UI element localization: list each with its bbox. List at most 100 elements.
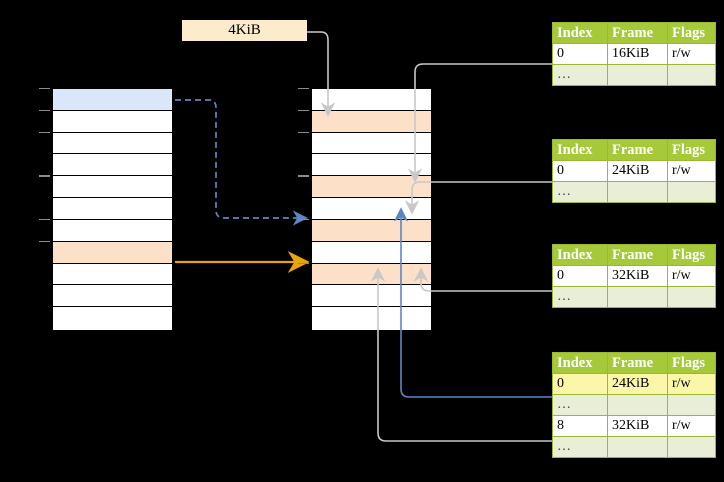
table-cell: … [552,181,608,203]
table-cell [667,181,716,203]
table-cell: r/w [667,415,716,437]
table-row: … [552,181,716,203]
table-cell: 8 [552,415,608,437]
row-tick-mark [39,240,50,243]
memory-cell [312,198,431,220]
memory-cell [312,307,431,329]
memory-cell [53,263,172,286]
memory-cell [53,154,172,177]
connector-table3-to-frame [413,267,552,292]
page-size-label: 4KiB [182,20,307,41]
column-header: Flags [667,244,716,266]
connector-table1-to-frame [407,63,552,183]
connector-table2-to-frame [404,181,552,215]
table-row: … [552,394,716,416]
connector-virtual-to-physical-dashed [175,99,309,226]
row-tick-mark [298,175,309,177]
column-header: Frame [607,22,668,44]
memory-cell [53,307,172,329]
memory-cell [312,89,431,111]
table-cell: 16KiB [607,43,668,65]
row-tick-mark [39,109,50,112]
table-cell: … [552,436,608,458]
column-header: Index [552,139,608,161]
row-tick-mark [298,109,309,112]
table-cell [667,64,716,86]
column-header: Index [552,352,608,374]
virtual-address-space-column [52,88,173,331]
table-cell: 32KiB [607,415,668,437]
column-header: Frame [607,244,668,266]
table-cell: … [552,286,608,308]
column-header: Frame [607,352,668,374]
table-cell: r/w [667,373,716,395]
table-cell [667,286,716,308]
memory-cell [53,132,172,155]
table-cell: r/w [667,160,716,182]
memory-cell [53,110,172,133]
memory-cell [312,285,431,308]
table-cell: r/w [667,43,716,65]
column-header: Flags [667,352,716,374]
memory-cell [312,132,431,155]
table-cell: 32KiB [607,265,668,287]
row-tick-mark [39,175,50,177]
memory-cell [53,176,172,199]
row-tick-mark [298,262,309,264]
table-cell: r/w [667,265,716,287]
table-cell: … [552,394,608,416]
physical-memory-column [311,88,432,331]
table-row: … [552,436,716,458]
table-cell [667,394,716,416]
memory-cell [312,154,431,177]
column-header: Index [552,22,608,44]
table-cell: 0 [552,43,608,65]
row-tick-mark [298,218,309,221]
table-cell [607,64,668,86]
table-cell: 24KiB [607,160,668,182]
table-cell [607,394,668,416]
table-cell: 0 [552,160,608,182]
memory-cell [53,89,172,111]
memory-cell [53,219,172,242]
table-row: … [552,286,716,308]
memory-cell [312,241,431,264]
row-tick-mark [298,131,309,134]
memory-cell [53,198,172,220]
column-header: Flags [667,22,716,44]
table-cell: 0 [552,265,608,287]
memory-cell [312,219,431,242]
table-cell: 0 [552,373,608,395]
column-header: Flags [667,139,716,161]
column-header: Frame [607,139,668,161]
table-cell: … [552,64,608,86]
memory-cell [53,241,172,264]
memory-cell [312,263,431,286]
table-cell [667,436,716,458]
table-row: … [552,64,716,86]
column-header: Index [552,244,608,266]
memory-cell [53,285,172,308]
table-cell: 24KiB [607,373,668,395]
table-cell [607,286,668,308]
row-tick-mark [39,131,50,134]
memory-cell [312,110,431,133]
table-cell [607,436,668,458]
row-tick-mark [39,218,50,221]
table-cell [607,181,668,203]
row-tick-mark [39,88,50,90]
memory-cell [312,176,431,199]
